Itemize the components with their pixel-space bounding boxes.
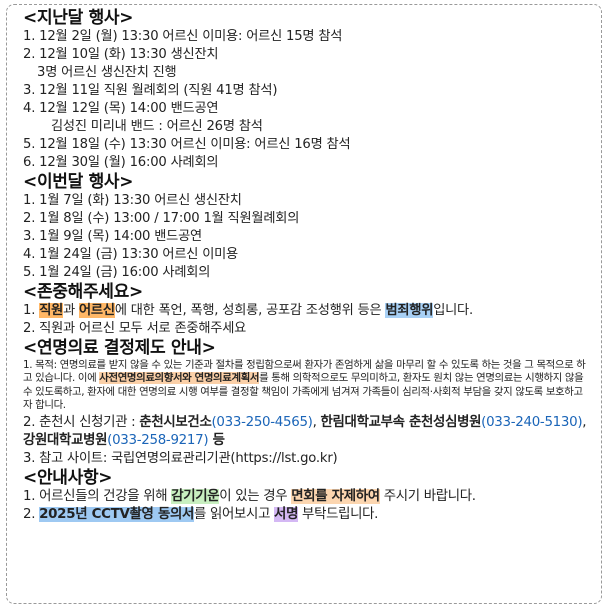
text-run: 2. 춘천시 신청기관 : <box>23 414 140 430</box>
life-care-purpose: 1. 목적: 연명의료를 받지 않을 수 있는 기준과 절차를 정립함으로써 환… <box>23 359 591 413</box>
text-run: 1. 어르신들의 건강을 위해 <box>23 488 172 504</box>
respect-line-2: 2. 직원과 어르신 모두 서로 존중해주세요 <box>23 321 247 336</box>
highlight-cctv-consent: 2025년 CCTV촬영 동의서 <box>39 506 195 522</box>
text-run: 를 읽어보시고 <box>194 506 275 522</box>
list-item: 4. 1월 24일 (금) 13:30 어르신 이미용 <box>23 247 238 262</box>
list-item: 2. 1월 8일 (수) 13:00 / 17:00 1월 직원월례회의 <box>23 211 300 226</box>
phone-number: (033-250-4565) <box>211 414 313 430</box>
phone-number: (033-240-5130) <box>481 414 583 430</box>
text-run: , <box>312 414 321 430</box>
highlight-elderly: 어르신 <box>79 303 115 318</box>
section-heading-respect: <존중해주세요> <box>23 282 143 302</box>
list-item: 2. 12월 10일 (화) 13:30 생신잔치 <box>23 47 219 62</box>
text-run: 를 통해 의학적으로도 무의미하고, 환자도 원치 않는 연명의료는 시행하지 … <box>23 372 584 412</box>
text-run: 1. <box>23 303 40 318</box>
life-care-site: 3. 참고 사이트: 국립연명의료관리기관(https://lst.go.kr) <box>23 450 338 466</box>
text-run: 에 대한 폭언, 폭행, 성희롱, 공포감 조성행위 등은 <box>114 303 386 318</box>
section-heading-last-month: <지난달 행사> <box>23 8 134 28</box>
highlight-staff: 직원 <box>39 303 64 318</box>
highlight-crime: 범죄행위 <box>385 303 434 318</box>
newsletter-card: <지난달 행사> 1. 12월 2일 (월) 13:30 어르신 이미용: 어르… <box>6 4 602 604</box>
text-run: 주시기 바랍니다. <box>379 488 476 504</box>
list-item: 3. 1월 9일 (목) 14:00 밴드공연 <box>23 229 202 244</box>
respect-line-1: 1. 직원과 어르신에 대한 폭언, 폭행, 성희롱, 공포감 조성행위 등은 … <box>23 302 591 320</box>
highlight-signature: 서명 <box>274 506 299 522</box>
phone-number: (033-258-9217) <box>107 432 209 448</box>
list-item: 5. 1월 24일 (금) 16:00 사례회의 <box>23 265 211 280</box>
life-care-institutions: 2. 춘천시 신청기관 : 춘천시보건소(033-250-4565), 한림대학… <box>23 414 591 450</box>
highlight-visit-restraint: 면회를 자제하여 <box>291 488 380 504</box>
section-heading-life-care: <연명의료 결정제도 안내> <box>23 338 216 358</box>
list-item: 1. 12월 2일 (월) 13:30 어르신 이미용: 어르신 15명 참석 <box>23 29 343 44</box>
list-item: 5. 12월 18일 (수) 13:30 어르신 이미용: 어르신 16명 참석 <box>23 137 351 152</box>
section-heading-this-month: <이번달 행사> <box>23 172 134 192</box>
list-item: 3. 12월 11일 직원 월례회의 (직원 41명 참석) <box>23 83 278 98</box>
notice-line-1: 1. 어르신들의 건강을 위해 감기기운이 있는 경우 면회를 자제하여 주시기… <box>23 488 591 506</box>
text-run: 강원대학교병원 <box>23 432 108 448</box>
list-item: 1. 1월 7일 (화) 13:30 어르신 생신잔치 <box>23 193 242 208</box>
section-heading-notice: <안내사항> <box>23 467 113 488</box>
list-item: 6. 12월 30일 (월) 16:00 사례회의 <box>23 155 219 170</box>
text-run: 부탁드립니다. <box>298 506 379 522</box>
list-item: 4. 12월 12일 (목) 14:00 밴드공연 <box>23 101 219 116</box>
text-run: 입니다. <box>433 303 473 318</box>
list-item-detail: 김성진 미리내 밴드 : 어르신 26명 참석 <box>51 119 263 134</box>
text-run: 이 있는 경우 <box>219 488 292 504</box>
highlight-advance-directive: 사전연명의료의향서와 연명의료계획서 <box>99 372 260 385</box>
text-run: 과 <box>63 303 79 318</box>
text-run: , <box>582 414 587 430</box>
text-run: 한림대학교부속 춘천성심병원 <box>320 414 482 430</box>
text-run: 2. <box>23 506 40 522</box>
list-item-detail: 3명 어르신 생신잔치 진행 <box>37 65 177 80</box>
text-run: 1. 목적: 연명의료를 받지 않을 수 있는 기준과 절차를 정립함으로써 환… <box>23 359 586 385</box>
highlight-cold: 감기기운 <box>171 488 220 504</box>
text-run: 춘천시보건소 <box>139 414 212 430</box>
text-run: 등 <box>208 432 225 448</box>
notice-line-2: 2. 2025년 CCTV촬영 동의서를 읽어보시고 서명 부탁드립니다. <box>23 506 591 524</box>
